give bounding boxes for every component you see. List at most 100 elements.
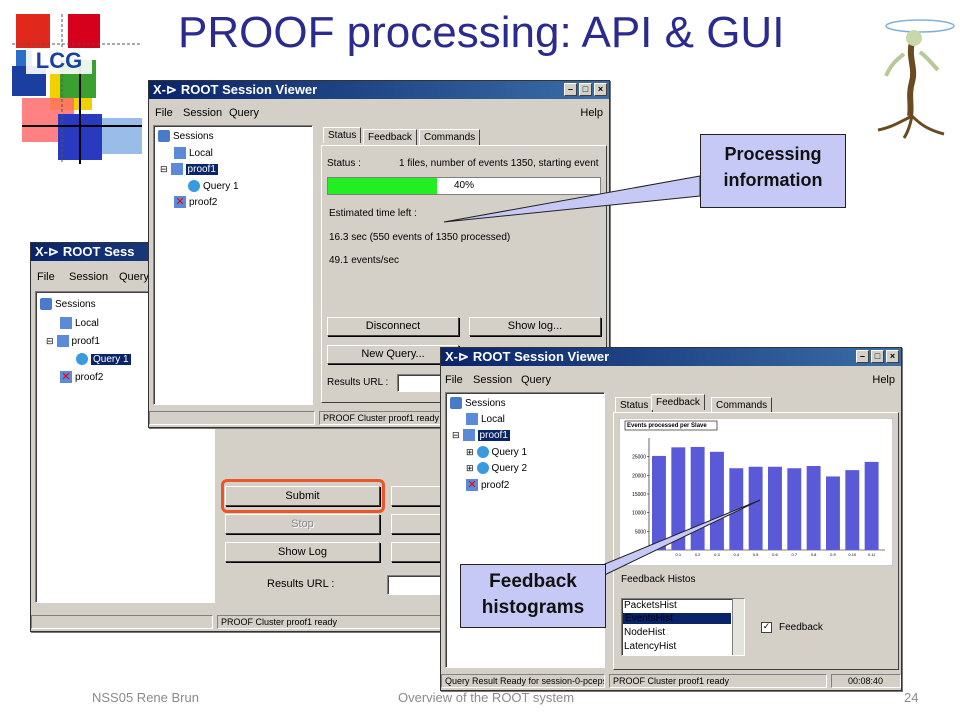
rate-value: 49.1 events/sec — [329, 255, 400, 266]
x-tick-label: 0.7 — [792, 552, 798, 557]
tree-item-proof1[interactable]: ⊟proof1 — [160, 163, 218, 175]
y-tick-label: 10000 — [632, 511, 646, 517]
tree-item-proof1[interactable]: ⊟proof1 — [46, 335, 100, 347]
histogram-bar — [806, 466, 821, 550]
tree-item-local[interactable]: Local — [174, 147, 213, 159]
main-window-title: ROOT Session Viewer — [180, 82, 318, 97]
histo-list[interactable]: PacketsHist EventsHist NodeHist LatencyH… — [621, 598, 745, 656]
processing-info-callout: Processing information — [700, 134, 846, 208]
y-tick-label: 20000 — [632, 473, 646, 479]
feedback-checkbox[interactable]: ✓ — [761, 622, 772, 633]
collapse-icon[interactable]: ⊟ — [160, 163, 168, 174]
tree-item-sessions[interactable]: Sessions — [40, 298, 96, 310]
histogram-bar — [671, 447, 686, 550]
front-status-bar: Query Result Ready for session-0-pcepsf … — [441, 672, 901, 690]
menu-session[interactable]: Session — [69, 271, 109, 283]
tree-item-sessions[interactable]: Sessions — [450, 397, 506, 409]
query-icon — [76, 353, 88, 365]
tab-feedback[interactable]: Feedback — [363, 129, 417, 145]
menu-file[interactable]: File — [37, 271, 55, 283]
menu-session[interactable]: Session — [183, 107, 223, 119]
main-window-titlebar[interactable]: X-⊳ROOT Session Viewer –□× — [149, 81, 609, 99]
x-tick-label: 0.9 — [830, 552, 836, 557]
menu-query[interactable]: Query — [229, 107, 259, 119]
disconnected-icon: ✕ — [466, 479, 478, 491]
feedback-histograms-callout: Feedback histograms — [460, 564, 606, 628]
tree-item-query1[interactable]: Query 1 — [188, 180, 239, 192]
show-log-button[interactable]: Show log... — [469, 317, 601, 336]
feedback-histos-label: Feedback Histos — [621, 574, 696, 585]
tree-item-proof2[interactable]: ✕proof2 — [466, 479, 510, 491]
collapse-icon[interactable]: ⊟ — [452, 429, 460, 440]
y-tick-label: 25000 — [632, 455, 646, 461]
tree-item-proof2[interactable]: ✕proof2 — [60, 371, 104, 383]
menu-session[interactable]: Session — [473, 374, 513, 386]
submit-button[interactable]: Submit — [225, 486, 380, 506]
histo-item-selected[interactable]: EventsHist — [623, 613, 731, 624]
tab-status[interactable]: Status — [323, 127, 362, 143]
menu-file[interactable]: File — [155, 107, 173, 119]
new-query-button[interactable]: New Query... — [327, 345, 459, 364]
x-tick-label: 0.10 — [848, 552, 857, 557]
menu-help[interactable]: Help — [872, 374, 895, 386]
menu-file[interactable]: File — [445, 374, 463, 386]
disconnect-button[interactable]: Disconnect — [327, 317, 459, 336]
maximize-button[interactable]: □ — [579, 83, 592, 96]
tree-item-sessions[interactable]: Sessions — [158, 130, 214, 142]
tab-commands[interactable]: Commands — [419, 129, 481, 145]
feedback-tab-content — [613, 412, 899, 670]
x-tick-label: 0.11 — [868, 552, 876, 557]
menu-help[interactable]: Help — [580, 107, 603, 119]
tree-item-query1[interactable]: Query 1 — [76, 353, 131, 365]
histogram-bar — [864, 461, 879, 550]
histogram-bar — [845, 470, 860, 550]
list-scrollbar[interactable] — [732, 599, 744, 655]
minimize-button[interactable]: – — [564, 83, 577, 96]
tree-item-local[interactable]: Local — [466, 413, 505, 425]
histo-item[interactable]: LatencyHist — [624, 641, 677, 652]
tree-item-proof1[interactable]: ⊟proof1 — [452, 429, 510, 441]
y-tick-label: 15000 — [632, 492, 646, 498]
show-log-button[interactable]: Show Log — [225, 542, 380, 562]
histo-item[interactable]: PacketsHist — [624, 600, 677, 611]
x-logo-icon: X-⊳ — [153, 82, 177, 97]
menu-query[interactable]: Query — [119, 271, 149, 283]
histo-item[interactable]: NodeHist — [624, 627, 666, 638]
expand-icon[interactable]: ⊞ — [466, 446, 474, 457]
progress-label: 40% — [454, 180, 475, 191]
feedback-checkbox-label: Feedback — [779, 622, 823, 633]
tree-item-query1[interactable]: ⊞Query 1 — [466, 446, 528, 458]
computer-icon — [170, 163, 183, 175]
minimize-button[interactable]: – — [856, 350, 869, 363]
histogram-bar — [787, 468, 802, 550]
expand-icon[interactable]: ⊞ — [466, 462, 474, 473]
stop-button[interactable]: Stop — [225, 514, 380, 534]
maximize-button[interactable]: □ — [871, 350, 884, 363]
x-tick-label: 0.6 — [772, 552, 778, 557]
tab-feedback[interactable]: Feedback — [651, 394, 705, 410]
computer-icon — [466, 413, 478, 425]
sessions-icon — [158, 130, 170, 142]
close-button[interactable]: × — [594, 83, 607, 96]
x-tick-label: 0.2 — [695, 552, 701, 557]
x-tick-label: 0.5 — [753, 552, 759, 557]
back-window-title: ROOT Sess — [62, 244, 135, 259]
footer-talk-title: Overview of the ROOT system — [398, 690, 575, 705]
estimated-value: 16.3 sec (550 events of 1350 processed) — [329, 232, 511, 243]
collapse-icon[interactable]: ⊟ — [46, 335, 54, 346]
back-menubar: File Session Query — [31, 267, 469, 287]
tree-item-proof2[interactable]: ✕proof2 — [174, 196, 218, 208]
x-tick-label: 0.8 — [811, 552, 817, 557]
front-window-titlebar[interactable]: X-⊳ROOT Session Viewer –□× — [441, 348, 901, 366]
tree-item-query2[interactable]: ⊞Query 2 — [466, 462, 528, 474]
submit-highlight — [221, 479, 385, 513]
tree-item-local[interactable]: Local — [60, 317, 99, 329]
timer: 00:08:40 — [831, 674, 901, 688]
tab-commands[interactable]: Commands — [711, 397, 773, 413]
y-tick-label: 5000 — [635, 529, 646, 535]
close-button[interactable]: × — [886, 350, 899, 363]
x-tick-label: 0.3 — [714, 552, 720, 557]
menu-query[interactable]: Query — [521, 374, 551, 386]
disconnected-icon: ✕ — [174, 196, 186, 208]
